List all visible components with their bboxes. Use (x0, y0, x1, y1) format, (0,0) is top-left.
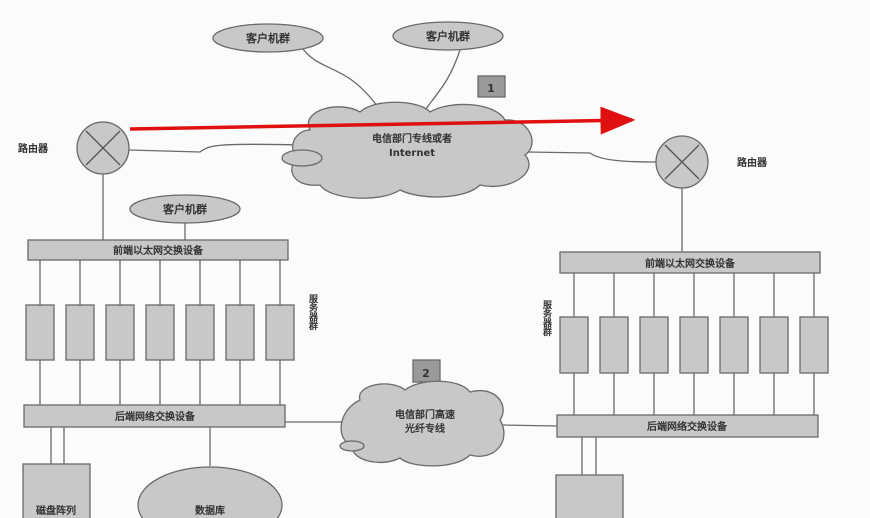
link-cloud-right-router (527, 151, 657, 163)
server-node (599, 316, 629, 374)
database-label: 数据库 (195, 504, 225, 517)
fiber-cloud-label: 电信部门高速 (395, 408, 455, 421)
modem-node (281, 149, 323, 167)
internet-cloud-label: 电信部门专线或者 (372, 132, 452, 145)
left-client-group-node (129, 194, 241, 224)
server-node (559, 316, 589, 374)
server-node (799, 316, 829, 374)
server-node (185, 304, 215, 361)
server-node (679, 316, 709, 374)
right-server-group-label: 服务器群 (541, 300, 553, 337)
client-group-label: 客户机群 (425, 29, 470, 43)
right-front-switch-label: 前端以太网交换设备 (645, 257, 736, 270)
router-cross-icons (85, 130, 700, 180)
left-back-switch-label: 后端网络交换设备 (115, 410, 196, 423)
badge-2-label: 2 (422, 367, 430, 380)
server-node (225, 304, 255, 361)
fiber-cloud-label-2: 光纤专线 (404, 422, 445, 435)
client-group-node (392, 21, 504, 51)
right-back-switch (556, 414, 819, 438)
left-storage-node (22, 463, 91, 518)
left-router-label: 路由器 (18, 142, 49, 155)
link-client1-cloud (299, 44, 381, 111)
left-back-switch (23, 404, 286, 428)
client-group-node (212, 23, 324, 53)
client-group-label: 客户机群 (245, 31, 290, 45)
link-client2-cloud (424, 49, 461, 111)
right-router-label: 路由器 (737, 156, 768, 169)
fiber-modem-node (339, 440, 365, 452)
left-front-switch (27, 239, 289, 261)
right-front-switch (559, 251, 821, 274)
red-arrow-annotation (129, 106, 636, 135)
storage-label: 磁盘阵列 (36, 504, 76, 517)
left-server-group-label: 服务器群 (307, 294, 319, 331)
server-node (25, 304, 55, 361)
server-node (759, 316, 789, 374)
server-node (265, 304, 295, 361)
badge-1-label: 1 (487, 82, 495, 95)
right-storage-node (555, 474, 624, 518)
badge-1-box (477, 75, 506, 98)
internet-cloud-label-2: Internet (389, 148, 435, 159)
link-left-router-cloud (128, 143, 301, 153)
server-node (719, 316, 749, 374)
left-client-label: 客户机群 (162, 202, 207, 216)
database-node (137, 466, 283, 518)
server-node (105, 304, 135, 361)
left-front-switch-label: 前端以太网交换设备 (113, 244, 204, 257)
server-node (145, 304, 175, 361)
server-node (639, 316, 669, 374)
connection-lines (39, 44, 815, 475)
right-back-switch-label: 后端网络交换设备 (647, 420, 728, 433)
server-node (65, 304, 95, 361)
